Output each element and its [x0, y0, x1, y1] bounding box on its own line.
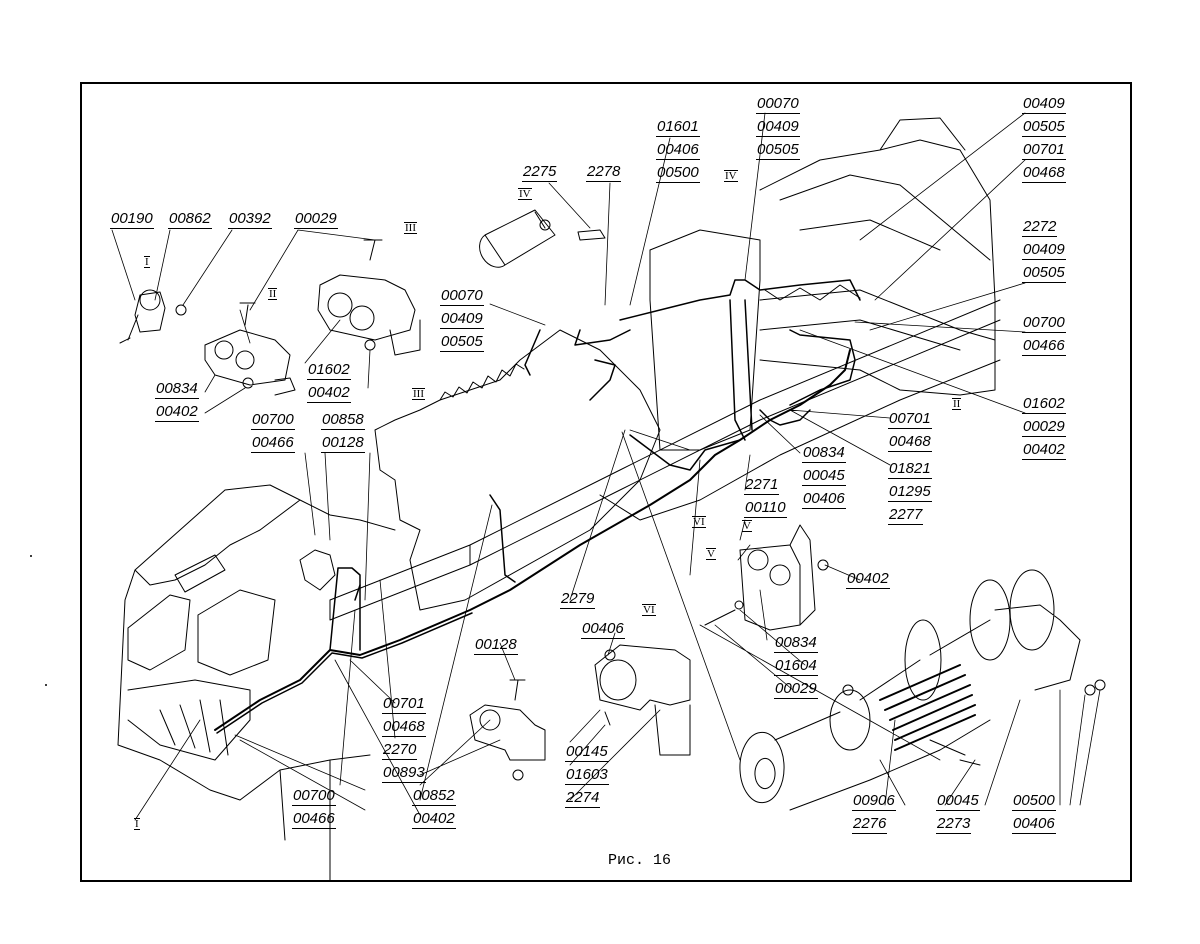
- part-label: 00468: [1022, 164, 1066, 183]
- part-label: 00110: [744, 499, 787, 518]
- part-label: 00045: [936, 792, 980, 811]
- section-marker-III: III: [404, 222, 417, 234]
- part-label: 00893: [382, 764, 426, 783]
- part-label: 01602: [307, 361, 351, 380]
- scan-speck: [30, 555, 32, 557]
- part-label: 00834: [155, 380, 199, 399]
- part-label: 01601: [656, 118, 700, 137]
- section-marker-IV: IV: [518, 188, 532, 200]
- part-label: 00701: [888, 410, 932, 429]
- clamp-detail-V: [704, 524, 829, 631]
- part-label: 00500: [656, 164, 700, 183]
- part-label: 2270: [382, 741, 418, 760]
- part-label: 00406: [802, 490, 846, 509]
- part-label: 00701: [1022, 141, 1066, 160]
- part-label: 00402: [846, 570, 890, 589]
- part-label: 00402: [412, 810, 456, 829]
- section-marker-V-b: V: [706, 548, 716, 560]
- air-pipe-main: [214, 349, 851, 731]
- part-label: 00128: [474, 636, 518, 655]
- section-marker-II: II: [268, 288, 278, 300]
- part-label: 2275: [522, 163, 558, 182]
- section-marker-VI-b: VI: [642, 604, 656, 616]
- section-marker-IV-b: IV: [724, 170, 738, 182]
- part-label: 2277: [888, 506, 924, 525]
- part-label: 2279: [560, 590, 596, 609]
- part-label: 00402: [307, 384, 351, 403]
- part-label: 00468: [888, 433, 932, 452]
- part-label: 00406: [656, 141, 700, 160]
- part-label: 00409: [1022, 241, 1066, 260]
- part-label: 00906: [852, 792, 896, 811]
- part-label: 00128: [321, 434, 365, 453]
- part-label: 01821: [888, 460, 932, 479]
- part-label: 00029: [294, 210, 338, 229]
- section-marker-V: V: [742, 520, 752, 532]
- part-label: 00070: [440, 287, 484, 306]
- part-label: 2273: [936, 815, 972, 834]
- part-label: 00505: [1022, 264, 1066, 283]
- part-label: 00700: [292, 787, 336, 806]
- part-label: 00190: [110, 210, 154, 229]
- part-label: 2278: [586, 163, 622, 182]
- clamp-detail-00852: [469, 679, 546, 781]
- section-marker-III-b: III: [412, 388, 425, 400]
- section-marker-II-b: II: [952, 398, 962, 410]
- part-label: 01602: [1022, 395, 1066, 414]
- part-label: 00029: [774, 680, 818, 699]
- leader-lines: [111, 112, 1101, 821]
- clamp-detail-I: [119, 289, 187, 344]
- clamp-detail-III: [317, 239, 421, 356]
- part-label: 01604: [774, 657, 818, 676]
- part-label: 00862: [168, 210, 212, 229]
- part-label: 01603: [565, 766, 609, 785]
- part-label: 2274: [565, 789, 601, 808]
- part-label: 00852: [412, 787, 456, 806]
- part-label: 00505: [756, 141, 800, 160]
- part-label: 00500: [1012, 792, 1056, 811]
- clamp-detail-VI: [594, 644, 691, 756]
- part-label: 00505: [1022, 118, 1066, 137]
- part-label: 00409: [1022, 95, 1066, 114]
- section-marker-I: I: [144, 256, 150, 268]
- part-label: 00409: [756, 118, 800, 137]
- clamp-detail-II: [204, 302, 296, 396]
- part-label: 00145: [565, 743, 609, 762]
- part-label: 2276: [852, 815, 888, 834]
- truck-cab-outline: [117, 484, 396, 801]
- section-marker-I-b: I: [134, 818, 140, 830]
- part-label: 00466: [1022, 337, 1066, 356]
- part-label: 00834: [774, 634, 818, 653]
- figure-caption: Рис. 16: [608, 852, 672, 869]
- part-label: 2271: [744, 476, 780, 495]
- part-label: 00406: [1012, 815, 1056, 834]
- part-label: 00858: [321, 411, 365, 430]
- part-label: 00045: [802, 467, 846, 486]
- part-label: 00406: [581, 620, 625, 639]
- part-label: 00029: [1022, 418, 1066, 437]
- drawing-frame: [80, 82, 1132, 882]
- part-label: 01295: [888, 483, 932, 502]
- part-label: 00466: [292, 810, 336, 829]
- part-label: 00700: [251, 411, 295, 430]
- part-label: 00700: [1022, 314, 1066, 333]
- part-label: 00409: [440, 310, 484, 329]
- part-label: 00701: [382, 695, 426, 714]
- part-label: 00466: [251, 434, 295, 453]
- part-label: 00468: [382, 718, 426, 737]
- scan-speck: [45, 684, 47, 686]
- part-label: 00402: [1022, 441, 1066, 460]
- flexible-hose-assembly: [739, 569, 1081, 811]
- part-label: 2272: [1022, 218, 1058, 237]
- chassis-rail: [329, 299, 1001, 621]
- part-label: 00070: [756, 95, 800, 114]
- part-label: 00505: [440, 333, 484, 352]
- part-label: 00392: [228, 210, 272, 229]
- part-label: 00834: [802, 444, 846, 463]
- engine-outline: [374, 329, 661, 611]
- hose-detail-IV: [479, 209, 606, 268]
- part-label: 00402: [155, 403, 199, 422]
- section-marker-VI: VI: [692, 516, 706, 528]
